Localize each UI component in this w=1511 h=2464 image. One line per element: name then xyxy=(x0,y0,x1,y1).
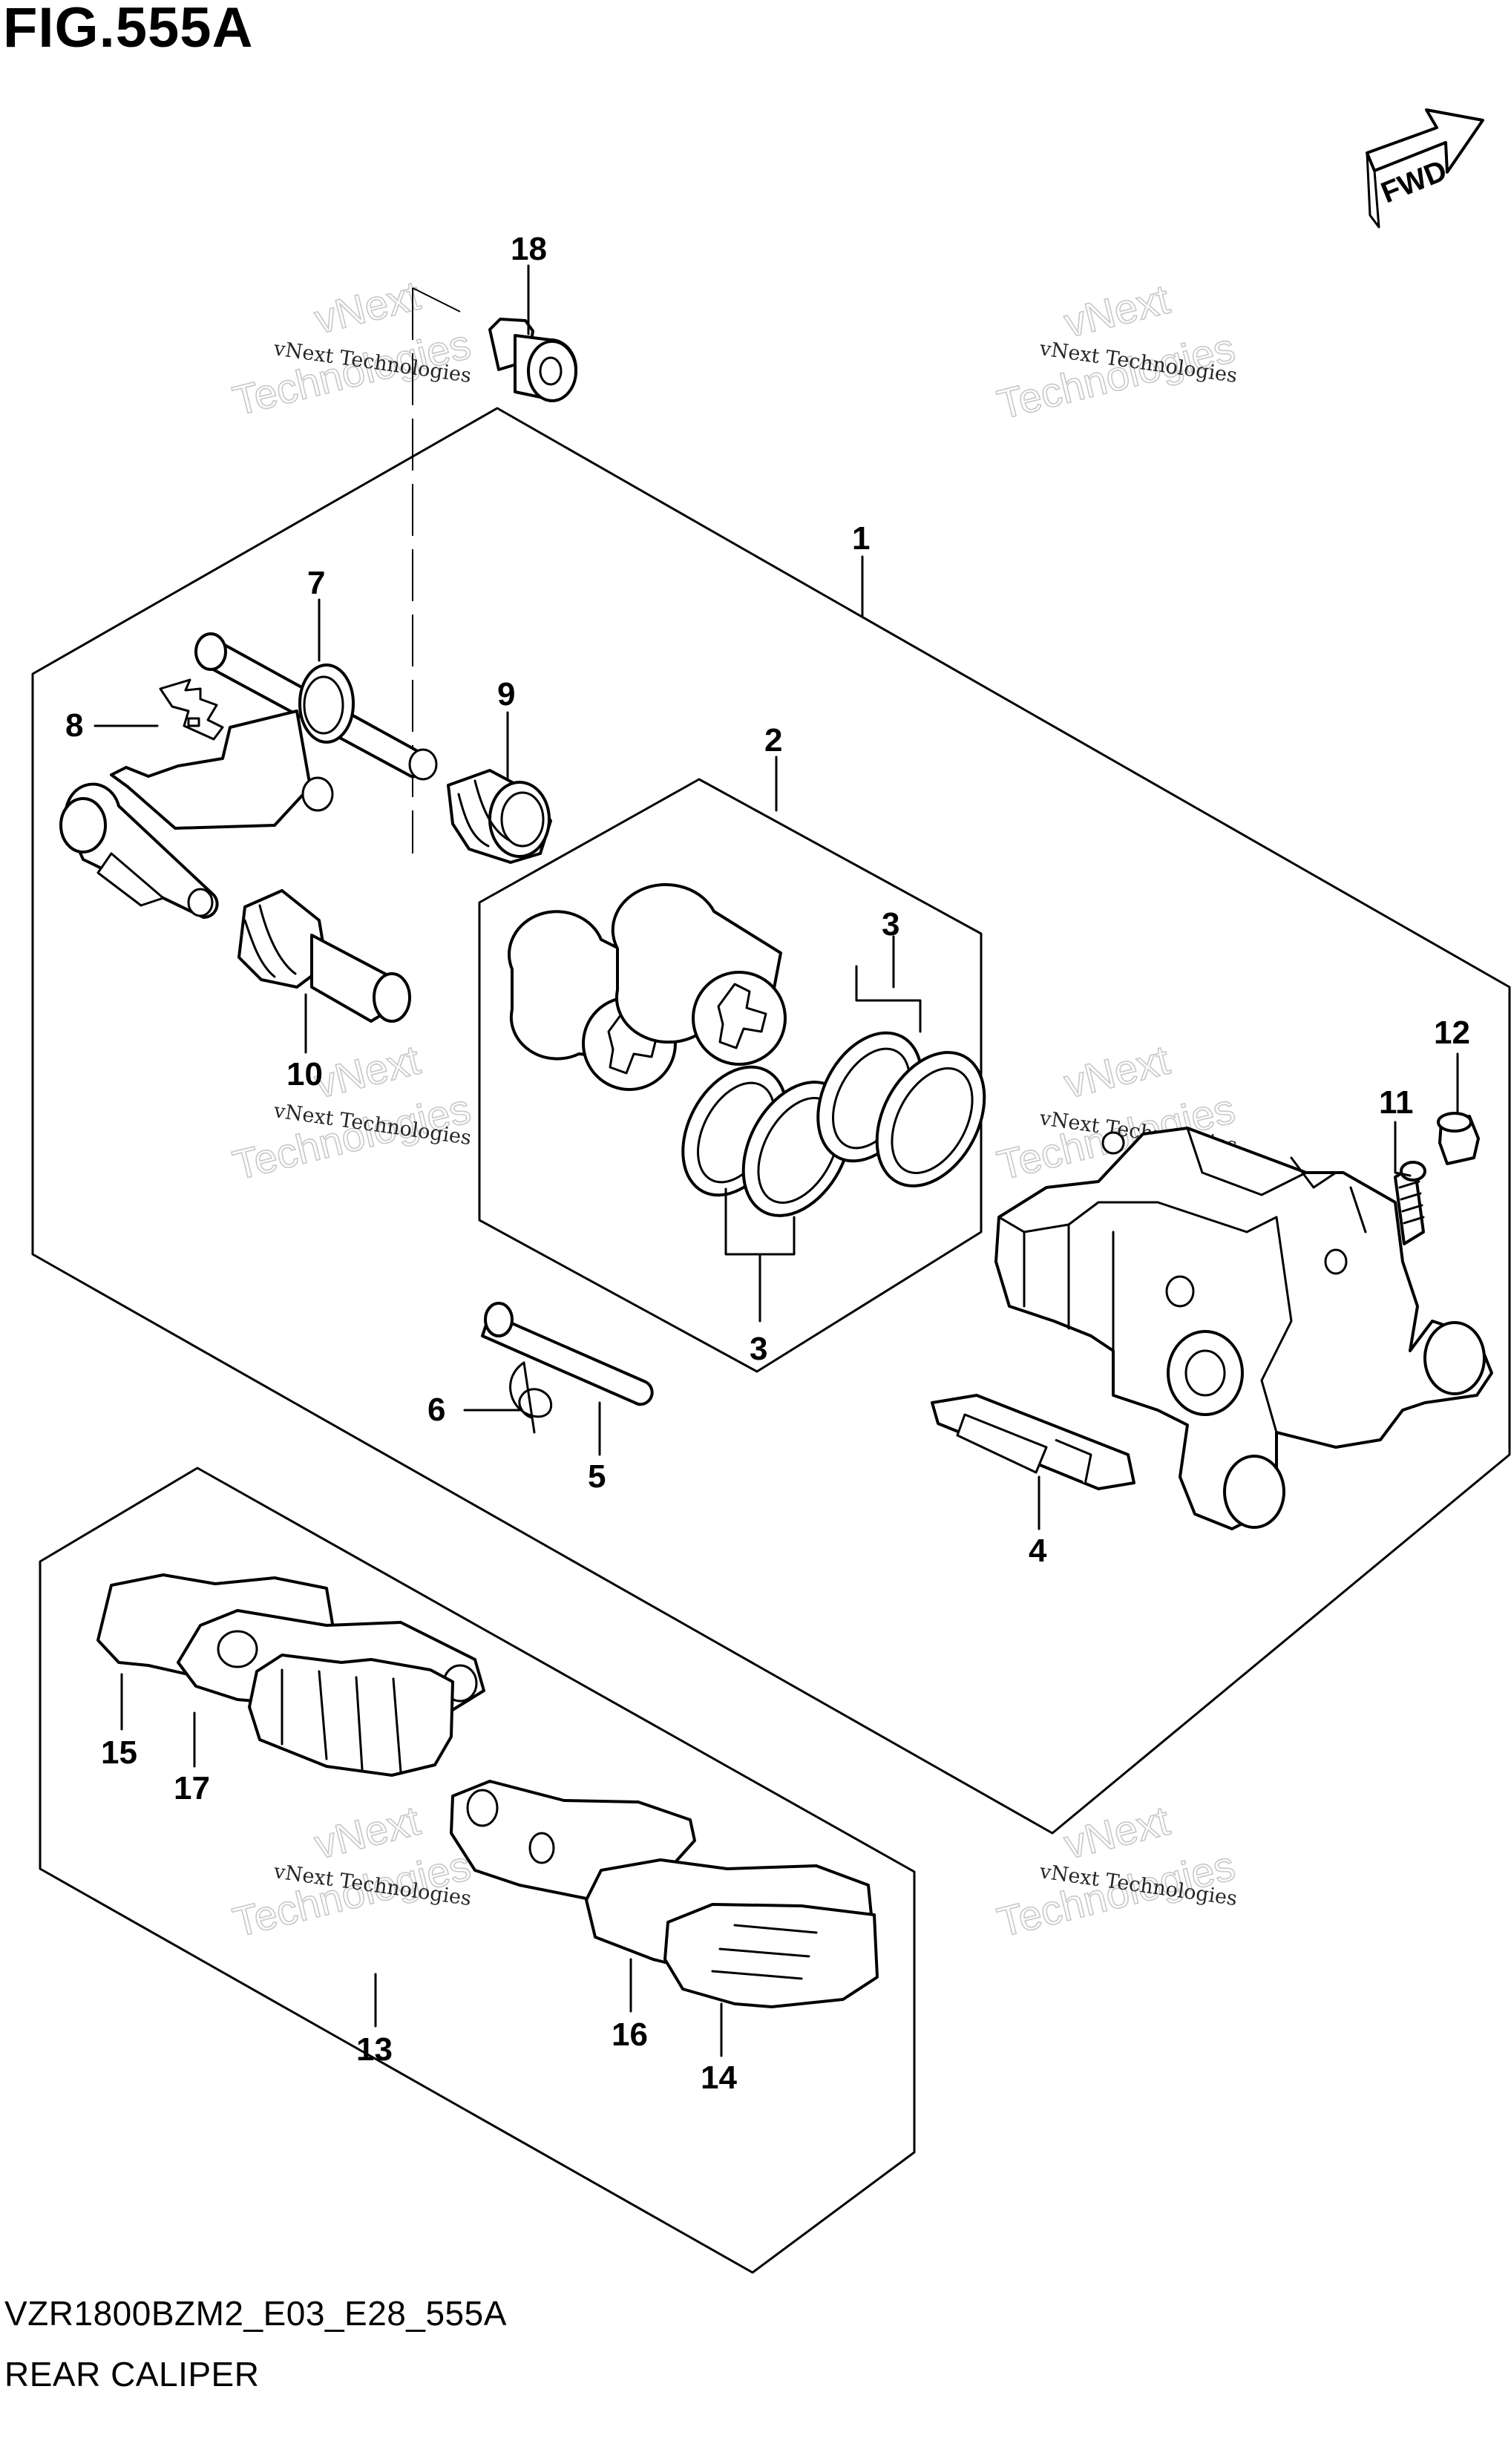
callout-17: 17 xyxy=(174,1770,210,1806)
callout-3-upper: 3 xyxy=(882,906,899,943)
callout-15: 15 xyxy=(101,1734,137,1771)
watermark-text: vNext xyxy=(310,1036,425,1107)
callout-1: 1 xyxy=(852,520,870,557)
callout-3-lower: 3 xyxy=(750,1331,767,1367)
callout-6: 6 xyxy=(427,1392,445,1428)
callout-10: 10 xyxy=(286,1056,323,1092)
callout-18: 18 xyxy=(511,231,547,267)
watermark-bottom-left: Technologies vNext vNext Technologies xyxy=(228,1796,476,1946)
caliper-assembly-outline xyxy=(31,407,1511,1835)
part-3-seals xyxy=(681,1031,986,1217)
callout-12: 12 xyxy=(1434,1015,1470,1051)
watermark-text: vNext xyxy=(1060,1036,1175,1107)
callout-7: 7 xyxy=(307,565,325,601)
callout-11: 11 xyxy=(1379,1084,1414,1121)
piston-kit-outline xyxy=(478,778,983,1373)
part-5-pad-pin xyxy=(481,1302,654,1406)
watermark-text: vNext xyxy=(1060,275,1175,347)
part-12-bleeder-cap xyxy=(1437,1112,1480,1165)
part-10-pin-boot xyxy=(237,889,411,1023)
part-8-clip xyxy=(159,678,224,741)
callout-16: 16 xyxy=(612,2016,648,2053)
callout-5: 5 xyxy=(588,1458,606,1495)
callout-bracket xyxy=(855,965,922,1033)
alignment-line xyxy=(412,287,461,312)
watermark-mid-left: Technologies vNext vNext Technologies xyxy=(228,1035,476,1189)
figure-title: FIG.555A xyxy=(3,0,254,59)
part-7-slide-pin xyxy=(194,632,438,781)
part-caliper-bracket xyxy=(59,710,334,920)
figure-name: REAR CALIPER xyxy=(4,2355,260,2393)
part-4-pad-spring xyxy=(931,1394,1135,1490)
part-14-pad xyxy=(663,1903,879,2008)
part-9-boot xyxy=(447,769,552,864)
part-18-bleeder-cap xyxy=(488,318,577,402)
part-piston-right xyxy=(611,882,787,1066)
callout-2: 2 xyxy=(764,722,782,758)
callout-14: 14 xyxy=(701,2060,737,2096)
watermark-top-left: Technologies vNext vNext Technologies xyxy=(228,271,476,425)
callout-8: 8 xyxy=(65,707,83,744)
callout-9: 9 xyxy=(497,676,515,712)
pad-set-outline xyxy=(39,1467,916,2274)
watermark-text: vNext xyxy=(310,272,425,343)
watermark-top-right: Technologies vNext vNext Technologies xyxy=(992,275,1240,428)
model-code: VZR1800BZM2_E03_E28_555A xyxy=(4,2294,507,2333)
watermark-bottom-right: Technologies vNext vNext Technologies xyxy=(992,1796,1240,1946)
leader-11 xyxy=(1394,1121,1412,1177)
part-pad-left xyxy=(248,1654,454,1777)
callout-13: 13 xyxy=(356,2031,393,2068)
watermark-text: vNext xyxy=(1060,1797,1175,1868)
part-6-r-clip xyxy=(509,1361,553,1434)
part-1-caliper-body xyxy=(994,1127,1493,1530)
callout-4: 4 xyxy=(1029,1533,1047,1569)
forward-direction-arrow-icon: FWD xyxy=(1366,108,1484,229)
